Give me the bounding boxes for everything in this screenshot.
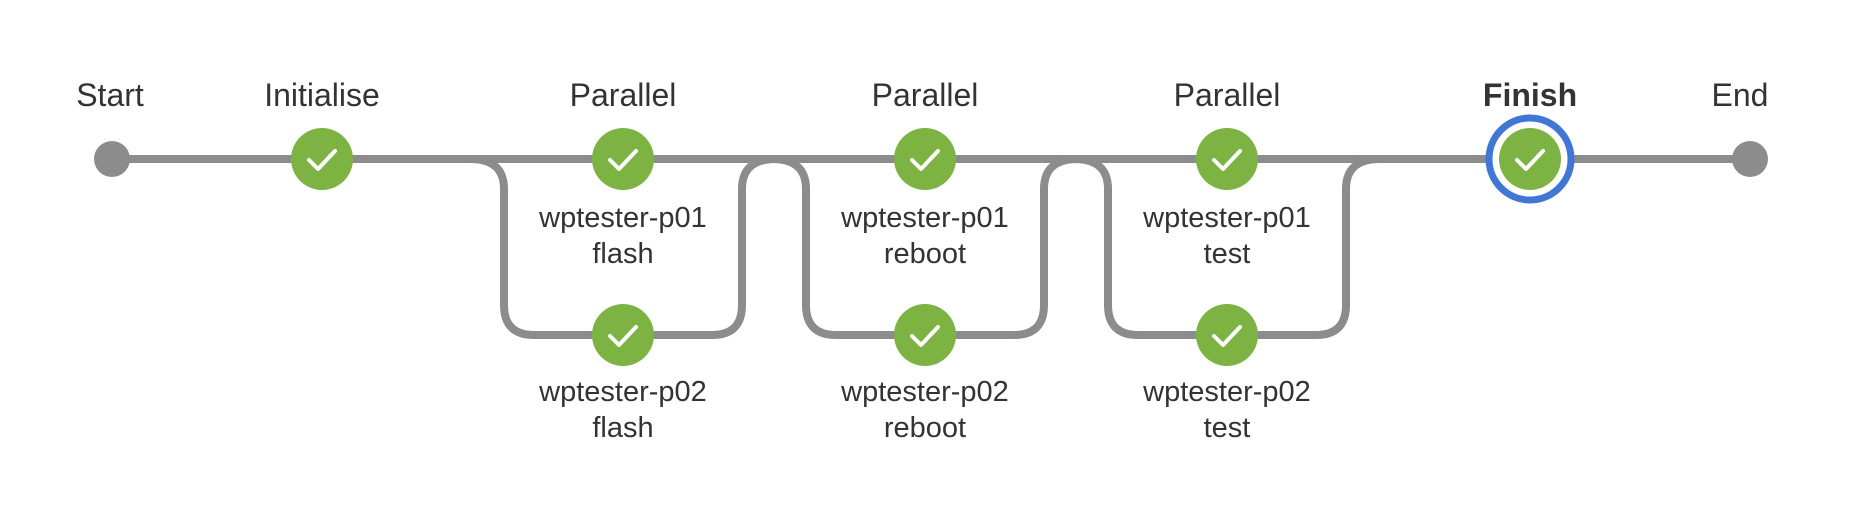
node-label-p01-flash-line1: wptester-p01 <box>538 202 707 234</box>
start-label: Start <box>76 77 144 113</box>
stage-title-parallel-flash: Parallel <box>570 77 677 113</box>
stage-title-parallel-reboot: Parallel <box>872 77 979 113</box>
node-label-p01-test-line2: test <box>1204 238 1251 270</box>
success-status-circle <box>1499 128 1561 190</box>
check-icon <box>307 149 337 171</box>
success-status-circle <box>894 304 956 366</box>
end-node <box>1732 141 1768 177</box>
check-icon <box>910 325 940 347</box>
stage-node-p01-flash[interactable] <box>592 128 654 190</box>
node-label-p01-flash-line2: flash <box>592 238 653 270</box>
start-node <box>94 141 130 177</box>
success-status-circle <box>592 304 654 366</box>
end-label: End <box>1712 77 1769 113</box>
node-label-p01-reboot-line1: wptester-p01 <box>840 202 1009 234</box>
stage-node-p02-test[interactable] <box>1196 304 1258 366</box>
check-icon <box>1212 149 1242 171</box>
check-icon <box>608 325 638 347</box>
check-icon <box>608 149 638 171</box>
node-label-p02-reboot-line2: reboot <box>884 412 966 444</box>
check-icon <box>1212 325 1242 347</box>
stage-node-finish[interactable] <box>1485 114 1575 204</box>
success-status-circle <box>894 128 956 190</box>
stage-title-parallel-test: Parallel <box>1174 77 1281 113</box>
node-label-p02-test-line2: test <box>1204 412 1251 444</box>
check-icon <box>1515 149 1545 171</box>
success-status-circle <box>291 128 353 190</box>
node-label-p02-flash-line1: wptester-p02 <box>538 376 707 408</box>
node-label-p02-flash-line2: flash <box>592 412 653 444</box>
check-icon <box>910 149 940 171</box>
stage-node-p01-reboot[interactable] <box>894 128 956 190</box>
stage-node-initialise[interactable] <box>291 128 353 190</box>
stage-node-p02-flash[interactable] <box>592 304 654 366</box>
success-status-circle <box>1196 128 1258 190</box>
node-label-p02-test-line1: wptester-p02 <box>1142 376 1311 408</box>
stage-node-p01-test[interactable] <box>1196 128 1258 190</box>
stage-node-p02-reboot[interactable] <box>894 304 956 366</box>
success-status-circle <box>1196 304 1258 366</box>
stage-title-initialise: Initialise <box>264 77 380 113</box>
node-label-p01-reboot-line2: reboot <box>884 238 966 270</box>
node-label-p01-test-line1: wptester-p01 <box>1142 202 1311 234</box>
stage-title-finish: Finish <box>1483 77 1577 113</box>
node-label-p02-reboot-line1: wptester-p02 <box>840 376 1009 408</box>
success-status-circle <box>592 128 654 190</box>
pipeline-nodes <box>94 114 1768 366</box>
